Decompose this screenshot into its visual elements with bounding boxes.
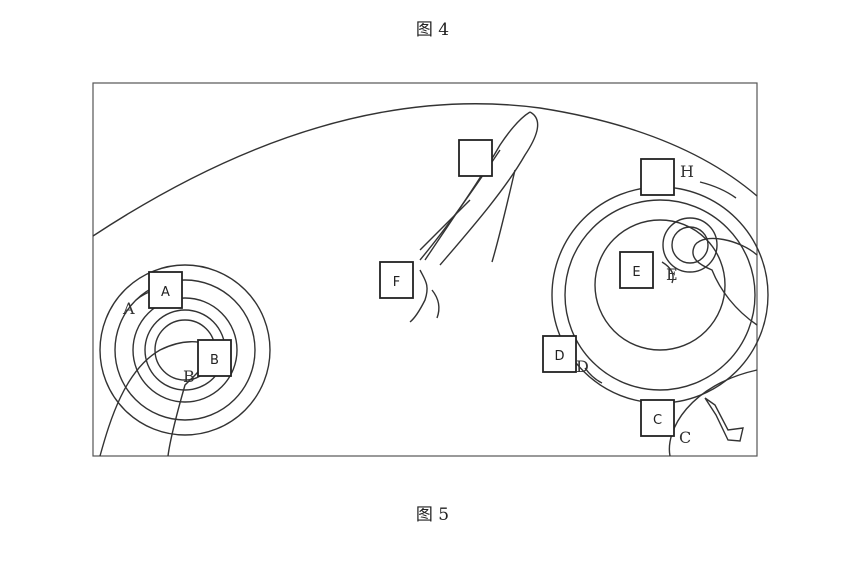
label-box-e: E — [619, 251, 654, 289]
outside-label-c: C — [679, 428, 691, 447]
outside-label-h: H — [680, 162, 694, 181]
label-box-f-text: F — [393, 275, 400, 290]
concentric-rings-left — [99, 264, 271, 436]
outside-label-b: B — [183, 367, 195, 386]
label-box-b: B — [197, 339, 232, 377]
finger-left — [99, 341, 211, 457]
label-arc-h — [699, 181, 737, 199]
outside-label-a: A — [122, 299, 135, 318]
label-box-e-text: E — [632, 265, 640, 280]
label-box-f: F — [379, 261, 414, 299]
label-arc-e — [661, 261, 674, 284]
figure-frame — [92, 82, 758, 457]
label-box-d: D — [542, 335, 577, 373]
label-box-b-text: B — [210, 353, 219, 368]
direction-arrow — [668, 369, 758, 457]
outside-label-d: D — [576, 357, 589, 376]
label-box-h — [640, 158, 675, 196]
label-box-d-text: D — [554, 349, 564, 364]
label-box-c-text: C — [653, 413, 662, 428]
label-arc-d — [584, 367, 603, 384]
label-box-g — [458, 139, 493, 177]
outside-label-e: E — [666, 265, 678, 284]
label-box-a: A — [148, 271, 183, 309]
label-box-c: C — [640, 399, 675, 437]
label-box-a-text: A — [161, 285, 170, 300]
screen-arc — [92, 103, 758, 237]
figure-caption-top: 图 4 — [415, 20, 450, 40]
finger-right — [692, 237, 758, 326]
figure-caption-bottom: 图 5 — [415, 505, 450, 525]
